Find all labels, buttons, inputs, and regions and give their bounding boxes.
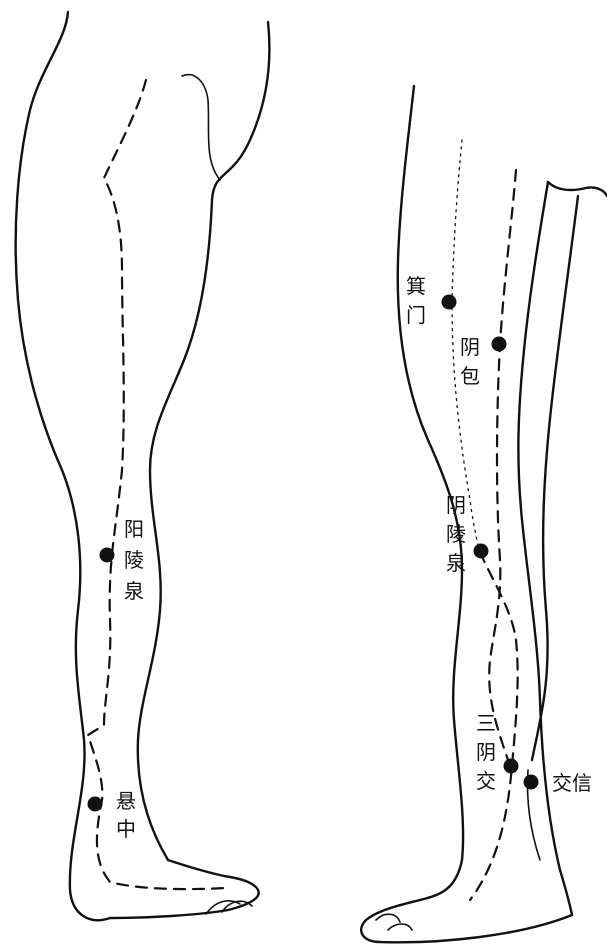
sanyinjiao-char: 三: [476, 711, 496, 735]
yinbao-char: 阴: [460, 335, 480, 359]
right-leg-front-outline: [518, 182, 572, 915]
yinbao-point: [492, 337, 507, 352]
sanyinjiao-label: 三 阴 交: [476, 711, 496, 793]
left-leg-front-outline: [138, 22, 270, 860]
left-leg-crease: [182, 75, 220, 180]
jimen-char: 门: [406, 303, 426, 327]
yanglingquan-char: 泉: [124, 579, 144, 603]
yinlingquan-char: 阴: [446, 493, 466, 517]
jiaoxin-label: 交信: [552, 771, 592, 795]
yinlingquan-char: 泉: [446, 551, 466, 575]
yanglingquan-char: 陵: [124, 548, 144, 572]
xuanzhong-char: 中: [116, 817, 136, 841]
left-leg-figure: [16, 12, 270, 920]
yanglingquan-point: [100, 548, 115, 563]
left-leg-meridian-line: [88, 80, 226, 889]
yinlingquan-point: [474, 544, 489, 559]
yanglingquan-char: 阳: [124, 517, 144, 541]
right-leg-shin-outline: [548, 182, 607, 196]
jimen-label: 箕 门: [406, 274, 426, 327]
yinbao-label: 阴 包: [460, 335, 480, 388]
right-foot-toes: [376, 914, 412, 930]
yanglingquan-label: 阳 陵 泉: [124, 517, 144, 603]
jiaoxin-point: [524, 775, 539, 790]
right-leg-meridian-line-a: [489, 170, 516, 766]
xuanzhong-label: 悬 中: [116, 789, 136, 841]
right-leg-figure: [361, 86, 607, 942]
xuanzhong-point: [88, 797, 103, 812]
yinlingquan-label: 阴 陵 泉: [446, 493, 466, 575]
jimen-point: [442, 295, 457, 310]
xuanzhong-char: 悬: [116, 789, 136, 813]
left-leg-back-outline: [16, 12, 110, 920]
sanyinjiao-point: [504, 759, 519, 774]
yinlingquan-char: 陵: [446, 522, 466, 546]
right-foot-outline: [361, 900, 572, 942]
sanyinjiao-char: 交: [476, 769, 496, 793]
sanyinjiao-char: 阴: [476, 740, 496, 764]
jimen-char: 箕: [406, 274, 426, 298]
yinbao-char: 包: [460, 364, 480, 388]
